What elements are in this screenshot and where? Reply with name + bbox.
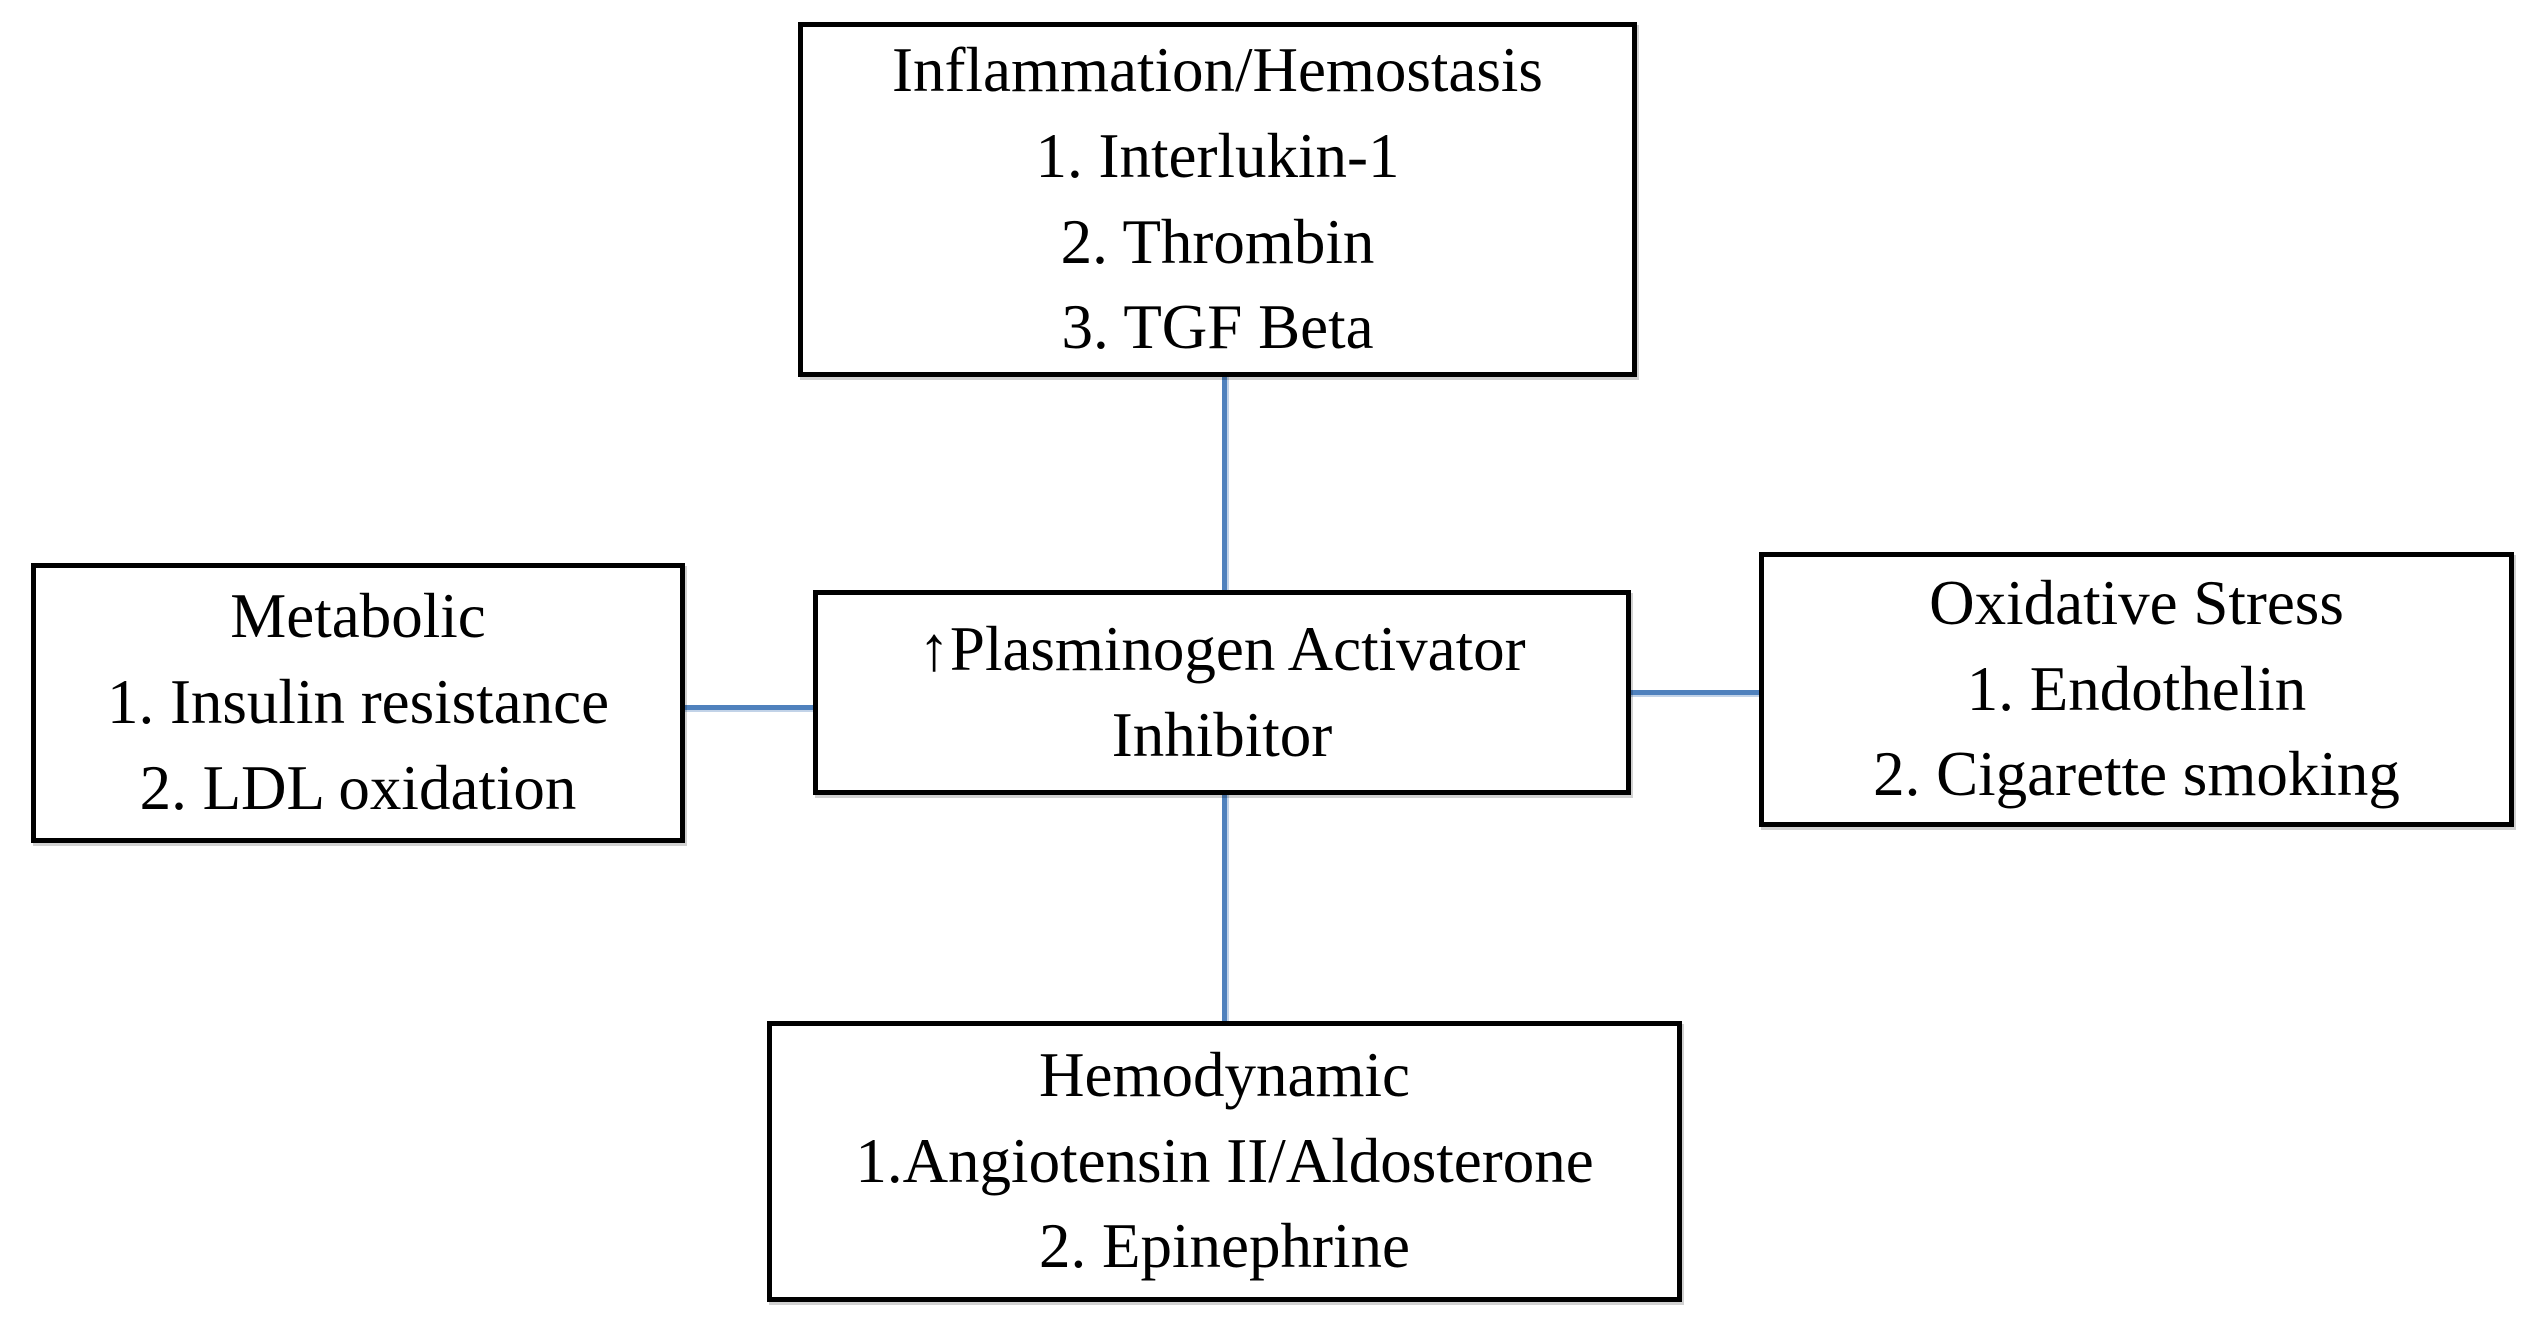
list-item: 2. Thrombin xyxy=(1060,206,1375,277)
list-item: 1. Insulin resistance xyxy=(106,667,610,738)
box-metabolic: Metabolic 1. Insulin resistance 2. LDL o… xyxy=(31,563,685,843)
list-item: 3. TGF Beta xyxy=(1061,292,1374,363)
connector-top-to-center xyxy=(1222,377,1227,590)
box-title: Hemodynamic xyxy=(1039,1039,1410,1110)
box-inflammation-hemostasis: Inflammation/Hemostasis 1. Interlukin-1 … xyxy=(798,22,1637,377)
list-item: 2. LDL oxidation xyxy=(139,752,577,823)
list-item: 1. Interlukin-1 xyxy=(1035,120,1400,191)
list-item: 2. Epinephrine xyxy=(1039,1211,1410,1282)
connector-left-to-center xyxy=(685,705,813,710)
connector-center-to-bottom xyxy=(1222,795,1227,1021)
list-item: 1.Angiotensin II/Aldosterone xyxy=(855,1125,1594,1196)
list-item: 1. Endothelin xyxy=(1966,653,2307,724)
list-item: 2. Cigarette smoking xyxy=(1873,739,2400,810)
box-plasminogen-activator-inhibitor: ↑Plasminogen Activator Inhibitor xyxy=(813,590,1631,795)
box-title-line1: ↑Plasminogen Activator xyxy=(918,613,1526,684)
box-oxidative-stress: Oxidative Stress 1. Endothelin 2. Cigare… xyxy=(1759,552,2514,827)
box-title-line2: Inhibitor xyxy=(1111,699,1333,770)
box-hemodynamic: Hemodynamic 1.Angiotensin II/Aldosterone… xyxy=(767,1021,1682,1302)
box-title: Oxidative Stress xyxy=(1929,567,2344,638)
box-title: Metabolic xyxy=(230,581,486,652)
connector-center-to-right xyxy=(1631,690,1759,695)
box-title: Inflammation/Hemostasis xyxy=(892,35,1543,106)
